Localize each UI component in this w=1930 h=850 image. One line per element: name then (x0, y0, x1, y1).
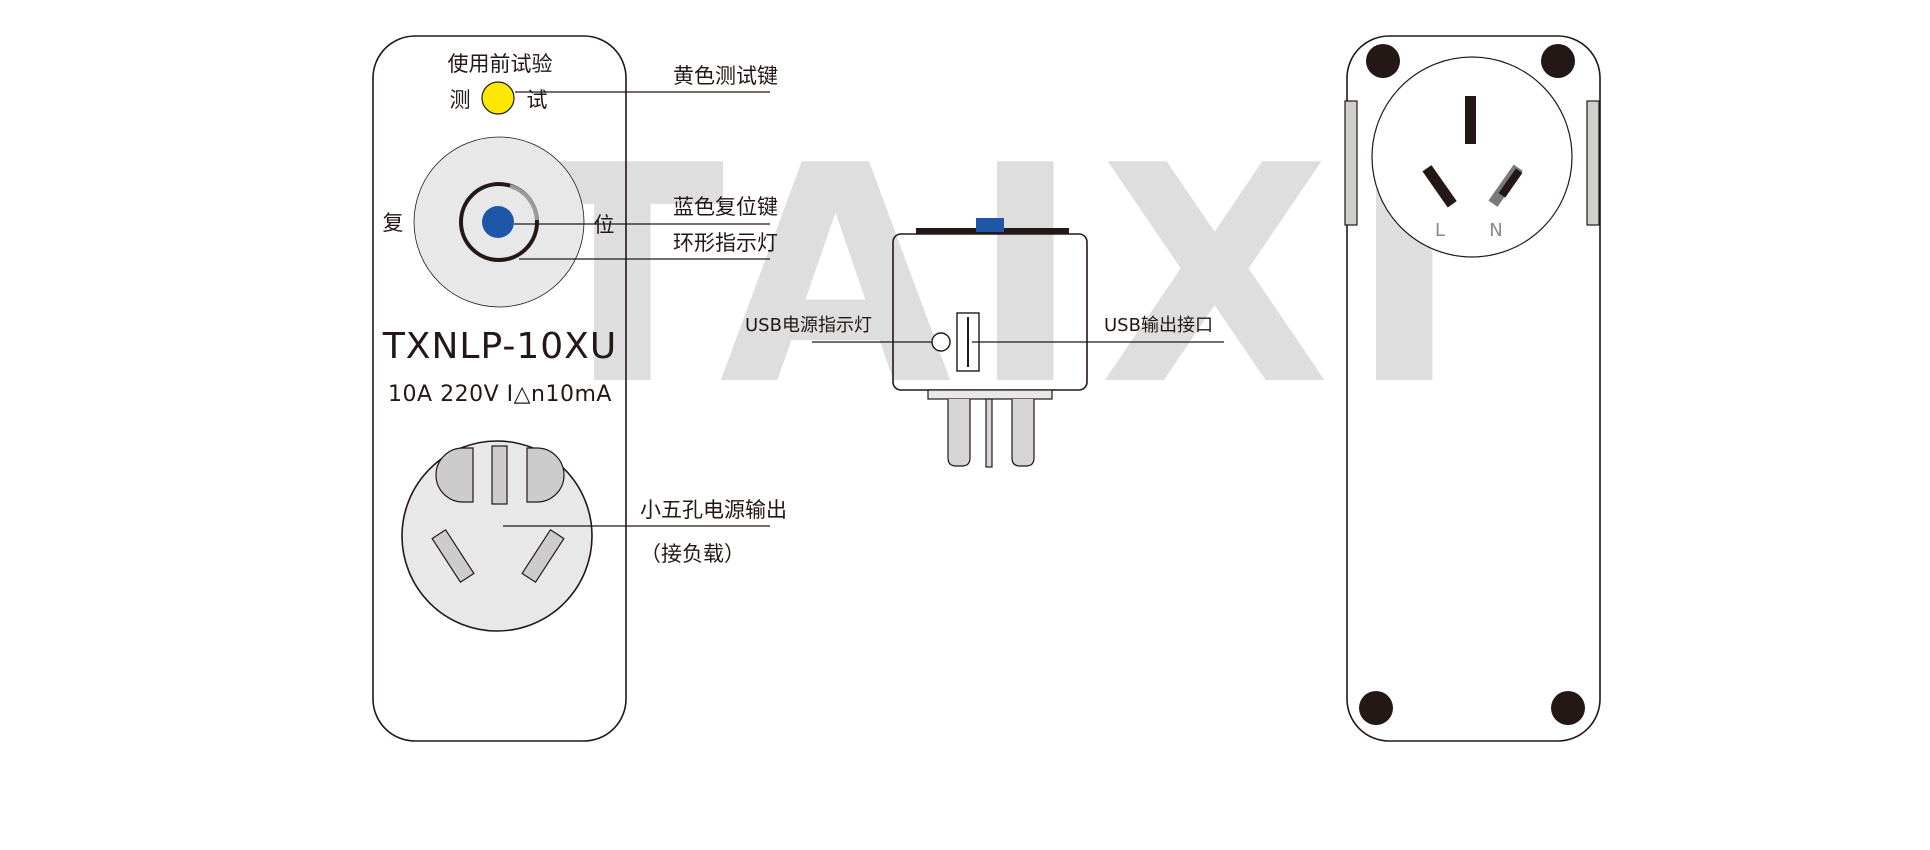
side-blue-reset-button (976, 218, 1004, 232)
ring-indicator-highlight (509, 184, 539, 221)
usb-power-indicator (931, 332, 951, 352)
blue-reset-button[interactable] (482, 206, 514, 238)
rating-spec: 10A 220V I△n10mA (388, 382, 612, 407)
label-socket-output: 小五孔电源输出 (640, 498, 787, 522)
screw-hole-top-left (1366, 44, 1400, 78)
test-right-label: 试 (527, 88, 548, 112)
screw-hole-bottom-right (1551, 691, 1585, 725)
label-blue-reset-key: 蓝色复位键 (673, 195, 778, 219)
reset-left-label: 复 (383, 211, 404, 235)
label-usb-output-port: USB输出接口 (1104, 315, 1213, 336)
model-number: TXNLP-10XU (382, 326, 617, 367)
screw-hole-bottom-left (1359, 691, 1393, 725)
pin-label-l: L (1435, 220, 1445, 241)
side-view: USB电源指示灯 USB输出接口 (745, 218, 1224, 468)
side-grip-left (1344, 100, 1358, 226)
plug-face (1371, 56, 1573, 258)
yellow-test-button[interactable] (481, 81, 515, 115)
front-callouts: 黄色测试键 蓝色复位键 环形指示灯 小五孔电源输出 （接负载） (503, 64, 787, 566)
plug-pin-center (985, 398, 993, 468)
ring-indicator-light (459, 182, 539, 262)
socket-slot-left (435, 447, 474, 503)
screw-hole-top-right (1541, 44, 1575, 78)
test-left-label: 测 (450, 88, 471, 112)
label-usb-power-indicator: USB电源指示灯 (745, 315, 872, 336)
test-title: 使用前试验 (448, 52, 553, 76)
socket-slot-lower-right (521, 529, 565, 583)
earth-pin (1465, 96, 1476, 144)
side-grip-right (1586, 100, 1600, 226)
reset-right-label: 位 (594, 213, 615, 237)
label-ring-indicator: 环形指示灯 (673, 231, 778, 255)
side-base (927, 389, 1053, 400)
plug-pin-right (1011, 399, 1035, 467)
pin-label-n: N (1489, 220, 1502, 241)
neutral-pin-core (1498, 168, 1523, 198)
socket-slot-right (526, 447, 565, 503)
socket-slot-lower-left (431, 529, 475, 583)
back-housing (1346, 35, 1601, 742)
live-pin (1422, 165, 1457, 208)
front-housing (372, 35, 627, 742)
label-yellow-test-key: 黄色测试键 (673, 64, 778, 88)
front-view: 使用前试验 测 试 复 位 TXNLP-10XU 10A 220V I△n10m… (372, 35, 627, 742)
label-socket-output-note: （接负载） (640, 542, 745, 566)
socket-slot-center (491, 445, 508, 505)
plug-pin-left (947, 399, 971, 467)
back-view: L N (1344, 35, 1601, 742)
